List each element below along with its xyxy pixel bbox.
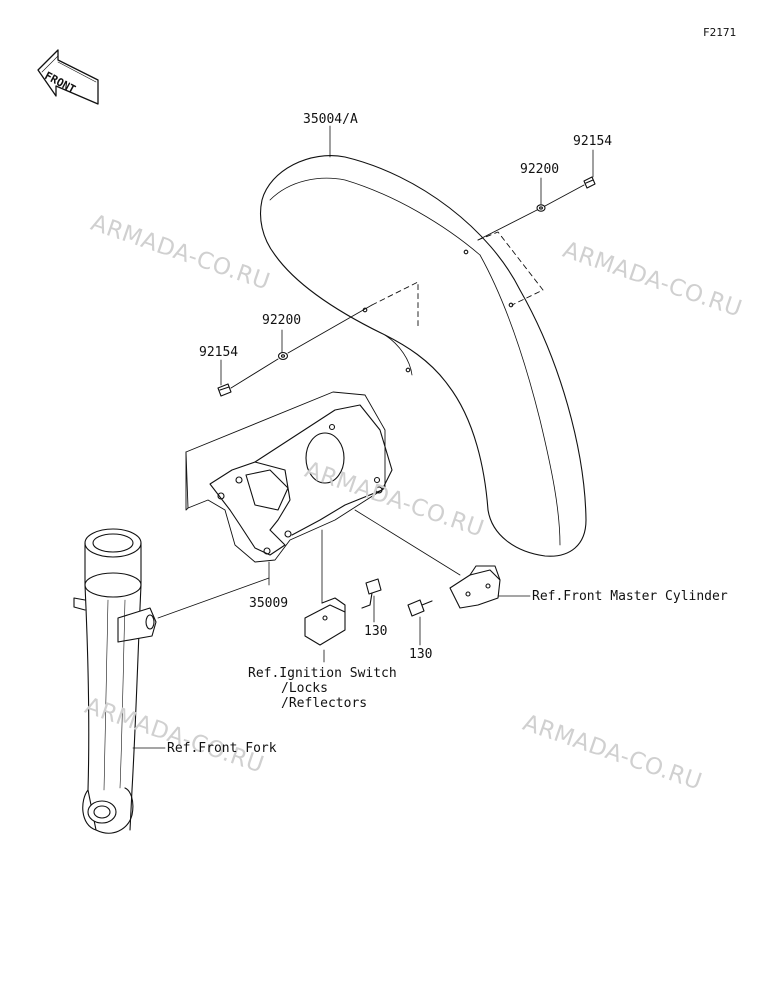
part-label-92154-upper: 92154 <box>573 134 613 149</box>
ref-front-fork: Ref.Front Fork <box>167 741 277 756</box>
part-label-130-b: 130 <box>409 647 433 662</box>
ref-reflectors: /Reflectors <box>281 696 368 711</box>
part-label-35004: 35004/A <box>303 112 358 127</box>
bracket-35009 <box>185 391 393 563</box>
bolt-92154-upper <box>583 176 596 189</box>
part-label-35009: 35009 <box>249 596 289 611</box>
bolt-92154-left <box>217 383 232 397</box>
bolt-130-b <box>407 599 433 617</box>
ref-front-master-cylinder: Ref.Front Master Cylinder <box>532 589 728 604</box>
figure-code: F2171 <box>703 26 737 39</box>
master-cylinder-clamp <box>449 565 501 609</box>
bolt-130-a <box>361 578 382 609</box>
ref-ignition-switch: Ref.Ignition Switch <box>248 666 397 681</box>
washer-92200-upper <box>536 204 546 212</box>
part-label-92200-upper: 92200 <box>520 162 560 177</box>
part-label-130-a: 130 <box>364 624 388 639</box>
part-label-92154-left: 92154 <box>199 345 239 360</box>
washer-92200-left <box>277 351 289 361</box>
front-fender <box>259 155 587 557</box>
part-label-92200-left: 92200 <box>262 313 302 328</box>
ref-locks: /Locks <box>281 681 328 696</box>
leader-lines <box>132 125 594 749</box>
front-arrow-icon <box>37 49 99 105</box>
front-fork <box>73 528 157 834</box>
clip-ignition-ref <box>304 597 346 646</box>
